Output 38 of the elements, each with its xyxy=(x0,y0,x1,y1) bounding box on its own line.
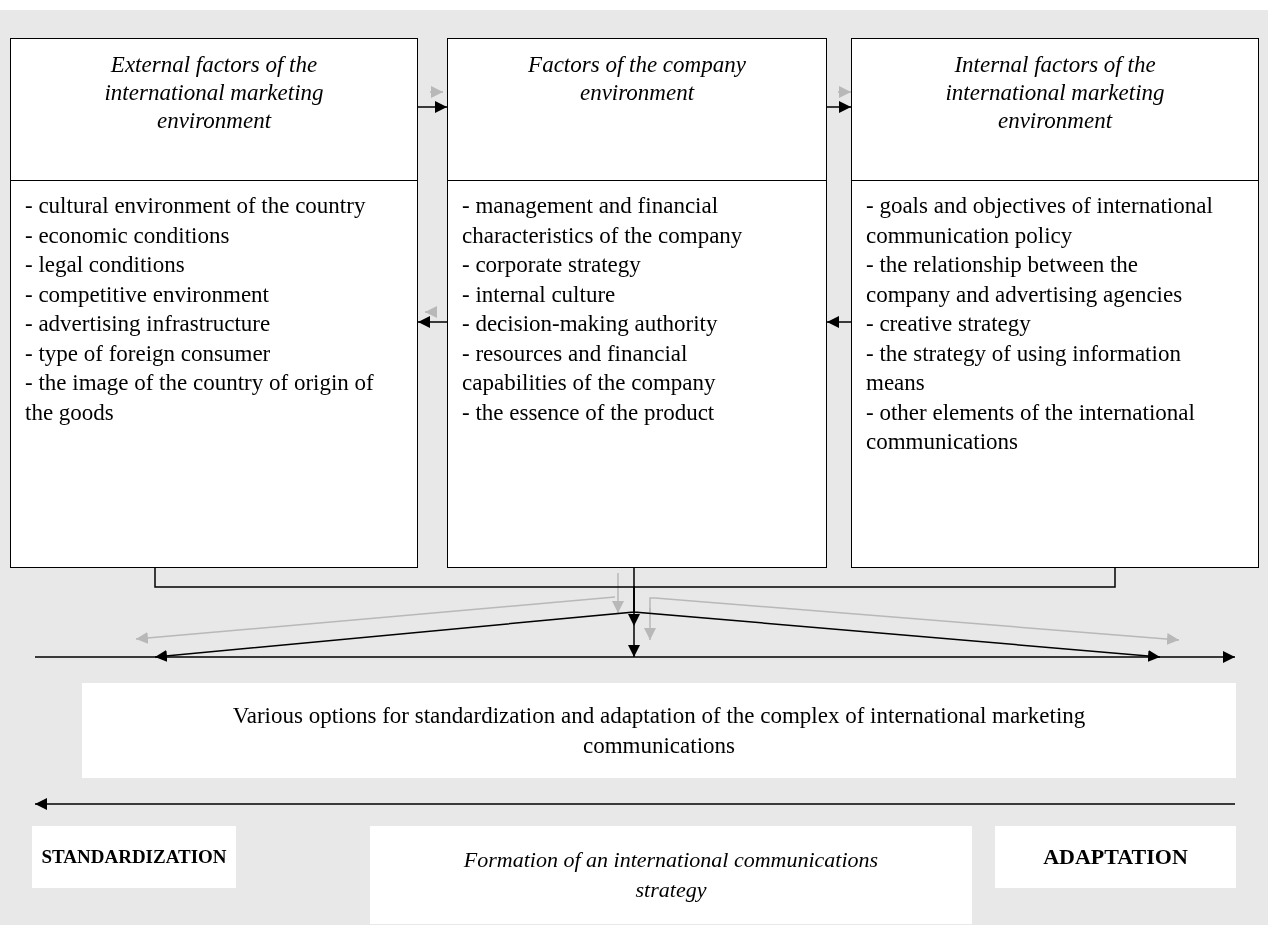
arrow xyxy=(417,316,448,328)
arrow xyxy=(417,101,448,113)
arrow-shadow xyxy=(612,572,624,614)
factor-item: - other elements of the international communications xyxy=(866,398,1196,456)
factor-item: - competitive environment xyxy=(25,280,270,309)
factor-item: - legal conditions xyxy=(25,251,186,279)
arrow xyxy=(628,567,640,658)
factor-box xyxy=(851,38,1259,568)
factor-item: - cultural environment of the country xyxy=(25,192,367,220)
factor-item: - the strategy of using information means xyxy=(866,339,1182,397)
factor-box xyxy=(447,38,827,568)
arrow xyxy=(154,567,635,662)
box-text: STANDARDIZATION xyxy=(41,845,227,869)
arrow-shadow xyxy=(135,596,616,644)
arrow xyxy=(633,567,1161,662)
factor-item: - internal culture xyxy=(462,280,617,309)
box-heading: External factors of the international marketing environment xyxy=(103,51,325,135)
factor-item: - decision-making authority xyxy=(462,310,719,338)
factor-item: - corporate strategy xyxy=(462,251,642,279)
factor-item: - the essence of the product xyxy=(462,398,716,427)
box-text: Formation of an international communications strategy xyxy=(462,846,880,904)
arrow xyxy=(826,316,852,328)
factor-item: - advertising infrastructure xyxy=(25,310,272,338)
box-text: Various options for standardization and adaptation of the complex of international marketing communications xyxy=(231,701,1087,760)
factor-item: - the image of the country of origin of the goods xyxy=(25,369,375,427)
factor-item: - economic conditions xyxy=(25,221,231,250)
box-heading: Internal factors of the international marketing environment xyxy=(944,51,1166,135)
box-heading: Factors of the company environment xyxy=(527,51,747,107)
factor-item: - resources and financial capabilities of the company xyxy=(462,339,717,397)
box-text: ADAPTATION xyxy=(1043,843,1188,871)
factor-item: - type of foreign consumer xyxy=(25,339,272,368)
arrow-shadow xyxy=(649,597,1180,645)
factor-item: - the relationship between the company and advertising agencies xyxy=(866,251,1184,309)
arrow xyxy=(826,101,852,113)
factor-box xyxy=(10,38,418,568)
factor-item: - management and financial characteristics of the company xyxy=(462,192,744,250)
factor-item: - creative strategy xyxy=(866,310,1032,338)
factor-item: - goals and objectives of international communication policy xyxy=(866,192,1214,250)
